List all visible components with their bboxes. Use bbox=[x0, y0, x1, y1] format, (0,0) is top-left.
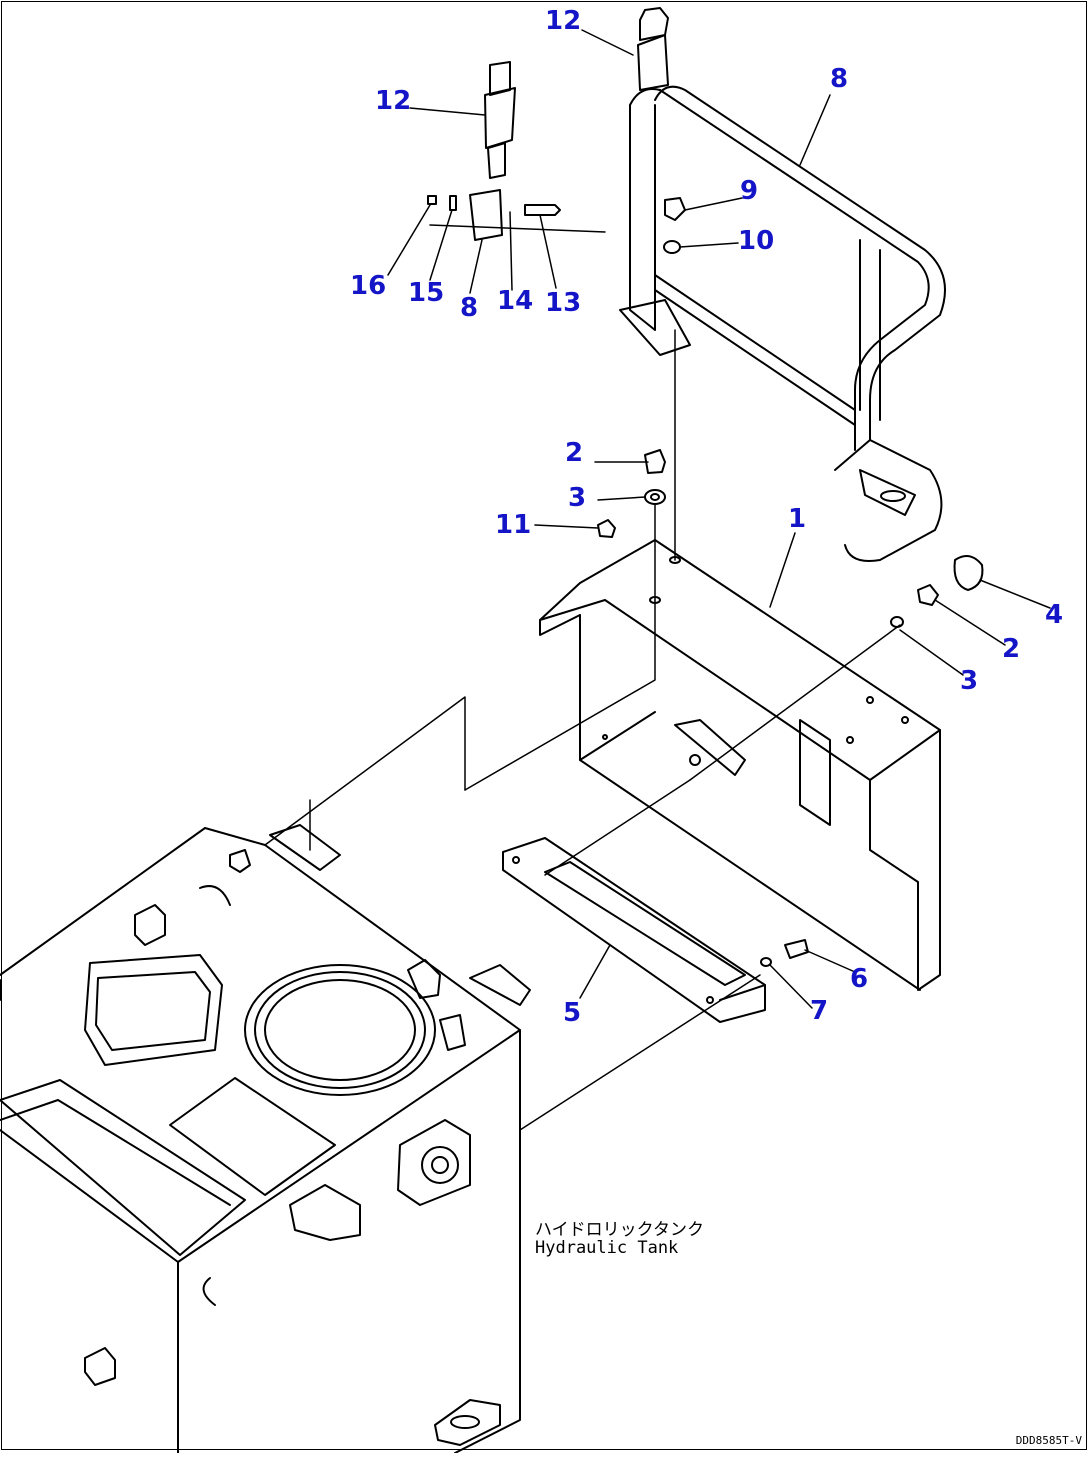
drawing-id: DDD8585T-V bbox=[1015, 1434, 1082, 1447]
handrail bbox=[619, 7, 946, 562]
callout-15: 15 bbox=[408, 278, 445, 308]
callout-3-right: 3 bbox=[960, 666, 979, 696]
hydraulic-tank bbox=[0, 824, 531, 1454]
callout-2-mid: 2 bbox=[565, 438, 584, 468]
bracket bbox=[502, 837, 766, 1023]
tank-label: ハイドロリックタンク Hydraulic Tank bbox=[535, 1220, 704, 1258]
callout-7: 7 bbox=[810, 996, 829, 1026]
callout-11: 11 bbox=[495, 510, 532, 540]
callout-3-mid: 3 bbox=[568, 483, 587, 513]
callout-10: 10 bbox=[738, 226, 775, 256]
callout-14: 14 bbox=[497, 286, 534, 316]
leader-lines bbox=[387, 29, 1051, 1009]
hinge-pin bbox=[427, 61, 561, 241]
callout-6: 6 bbox=[850, 964, 869, 994]
callout-8-right: 8 bbox=[830, 64, 849, 94]
callout-8-left: 8 bbox=[460, 293, 479, 323]
callout-1: 1 bbox=[788, 504, 807, 534]
tank-label-en: Hydraulic Tank bbox=[535, 1237, 679, 1258]
callout-12-top: 12 bbox=[545, 6, 582, 36]
callout-16: 16 bbox=[350, 271, 387, 301]
callout-12-left: 12 bbox=[375, 86, 412, 116]
tank-label-jp: ハイドロリックタンク bbox=[535, 1220, 704, 1240]
callout-9: 9 bbox=[740, 176, 759, 206]
cover-box bbox=[539, 539, 941, 991]
callout-13: 13 bbox=[545, 288, 582, 318]
callout-5: 5 bbox=[563, 998, 582, 1028]
callout-2-right: 2 bbox=[1002, 634, 1021, 664]
callout-4: 4 bbox=[1045, 600, 1064, 630]
